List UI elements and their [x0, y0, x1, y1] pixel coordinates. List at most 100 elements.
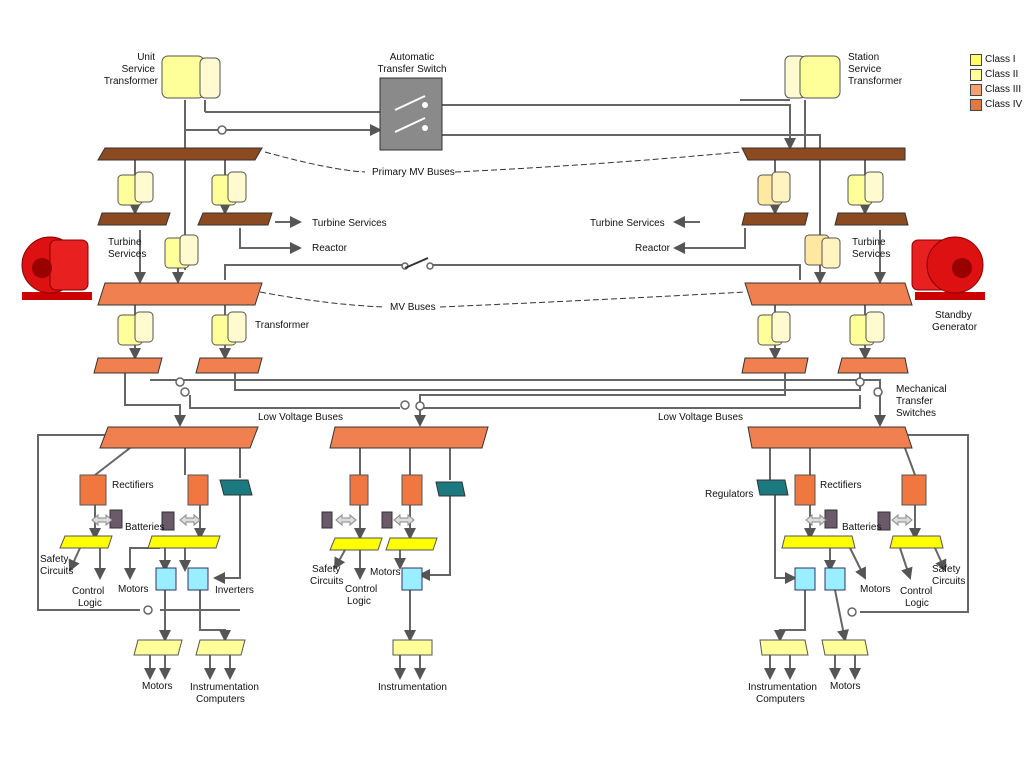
text-labels: Unit Service Transformer Automatic Trans… — [40, 52, 978, 705]
turbine-services-left-label: Turbine Services — [312, 218, 387, 229]
motors-mid-label: Motors — [370, 567, 401, 578]
mech-transfer-label-2: Transfer — [896, 396, 934, 407]
ats-label-2: Transfer Switch — [377, 64, 446, 75]
control-logic-mid-1: Control — [345, 584, 377, 595]
standby-generator-label-1: Standby — [935, 310, 972, 321]
batteries — [109, 509, 891, 531]
turbine-services-stack-right-1: Turbine — [852, 237, 886, 248]
lv-bus-mid — [329, 426, 489, 449]
primary-mv-bus-right — [741, 147, 906, 161]
lv-small-bus-1 — [93, 357, 163, 374]
legend-item: Class III — [970, 82, 1024, 97]
inverters-label: Inverters — [215, 585, 254, 596]
generator-right-icon — [911, 236, 985, 300]
motors-left-label: Motors — [118, 584, 149, 595]
battery-arrows — [91, 513, 913, 527]
instr-computers-left-1: Instrumentation — [190, 682, 259, 693]
safety-circuits-mid-1: Safety — [312, 564, 340, 575]
legend-item: Class I — [970, 52, 1024, 67]
regulators-label: Regulators — [705, 489, 753, 500]
mv-bus-left — [97, 282, 263, 306]
batteries-left-label: Batteries — [125, 522, 164, 533]
lv-buses-right-label: Low Voltage Buses — [658, 412, 743, 423]
buses — [93, 147, 913, 449]
turbine-bus-left — [97, 212, 171, 226]
instr-computers-left-2: Computers — [196, 694, 245, 705]
unit-transformer-label-3: Transformer — [104, 76, 159, 87]
automatic-transfer-switch — [379, 77, 443, 151]
legend-swatch-class-4 — [970, 98, 982, 111]
legend-item: Class II — [970, 67, 1024, 82]
reactor-left-label: Reactor — [312, 243, 348, 254]
wires — [37, 99, 969, 680]
transformer-label: Transformer — [255, 320, 310, 331]
primary-mv-buses-label: Primary MV Buses — [372, 167, 455, 178]
station-service-transformer-shape — [784, 55, 841, 99]
control-logic-left-2: Logic — [78, 598, 102, 609]
rectifiers-left-label: Rectifiers — [112, 480, 154, 491]
legend-swatch-class-1 — [970, 53, 982, 66]
instrumentation-mid-label: Instrumentation — [378, 682, 447, 693]
legend-label: Class I — [985, 54, 1016, 65]
class-one-buses — [59, 535, 944, 551]
unit-service-transformer-shape — [161, 55, 221, 99]
regulators — [219, 479, 789, 497]
safety-circuits-mid-2: Circuits — [310, 576, 343, 587]
legend-label: Class III — [985, 84, 1022, 95]
lv-small-bus-3 — [741, 357, 809, 374]
legend-item: Class IV — [970, 97, 1024, 112]
generator-left-icon — [21, 236, 92, 300]
motors-right-label: Motors — [860, 584, 891, 595]
mv-bus-right — [744, 282, 913, 306]
lv-bus-right — [747, 426, 913, 449]
legend: Class I Class II Class III Class IV — [970, 52, 1024, 112]
motors-bottom-right-label: Motors — [830, 681, 861, 692]
ats-label-1: Automatic — [390, 52, 434, 63]
unit-transformer-label-1: Unit — [137, 52, 155, 63]
station-transformer-label-2: Service — [848, 64, 882, 75]
lv-small-bus-4 — [837, 357, 909, 374]
control-logic-right-2: Logic — [905, 598, 929, 609]
safety-circuits-right-2: Circuits — [932, 576, 965, 587]
safety-circuits-right-1: Safety — [932, 564, 960, 575]
instr-computers-right-2: Computers — [756, 694, 805, 705]
legend-label: Class IV — [985, 99, 1023, 110]
small-transformers — [117, 171, 885, 346]
rectifiers-right-label: Rectifiers — [820, 480, 862, 491]
safety-circuits-left-1: Safety — [40, 554, 68, 565]
rectifiers — [79, 474, 927, 506]
turbine-bus-right — [741, 212, 809, 226]
lv-bus-left — [99, 426, 259, 449]
reactor-bus-left — [197, 212, 273, 226]
instr-computers-right-1: Instrumentation — [748, 682, 817, 693]
control-logic-right-1: Control — [900, 586, 932, 597]
safety-circuits-left-2: Circuits — [40, 566, 73, 577]
legend-swatch-class-2 — [970, 68, 982, 81]
primary-mv-bus-left — [97, 147, 263, 161]
inverters — [155, 567, 846, 591]
label-leaders — [259, 151, 746, 308]
reactor-right-label: Reactor — [635, 243, 671, 254]
reactor-tie-switch — [404, 257, 429, 269]
turbine-services-stack-right-2: Services — [852, 249, 890, 260]
mv-buses-label: MV Buses — [390, 302, 436, 313]
turbine-services-stack-left-1: Turbine — [108, 237, 142, 248]
lv-small-bus-2 — [195, 357, 263, 374]
mech-transfer-label-1: Mechanical — [896, 384, 947, 395]
station-transformer-label-1: Station — [848, 52, 879, 63]
station-transformer-label-3: Transformer — [848, 76, 903, 87]
motors-bottom-left-label: Motors — [142, 681, 173, 692]
legend-swatch-class-3 — [970, 83, 982, 96]
unit-transformer-label-2: Service — [122, 64, 156, 75]
batteries-right-label: Batteries — [842, 522, 881, 533]
turbine-services-right-label: Turbine Services — [590, 218, 665, 229]
turbine-services-stack-left-2: Services — [108, 249, 146, 260]
bottom-buses — [133, 639, 869, 656]
control-logic-mid-2: Logic — [347, 596, 371, 607]
mech-transfer-label-3: Switches — [896, 408, 936, 419]
legend-label: Class II — [985, 69, 1019, 80]
standby-generator-label-2: Generator — [932, 322, 978, 333]
lv-buses-left-label: Low Voltage Buses — [258, 412, 343, 423]
control-logic-left-1: Control — [72, 586, 104, 597]
